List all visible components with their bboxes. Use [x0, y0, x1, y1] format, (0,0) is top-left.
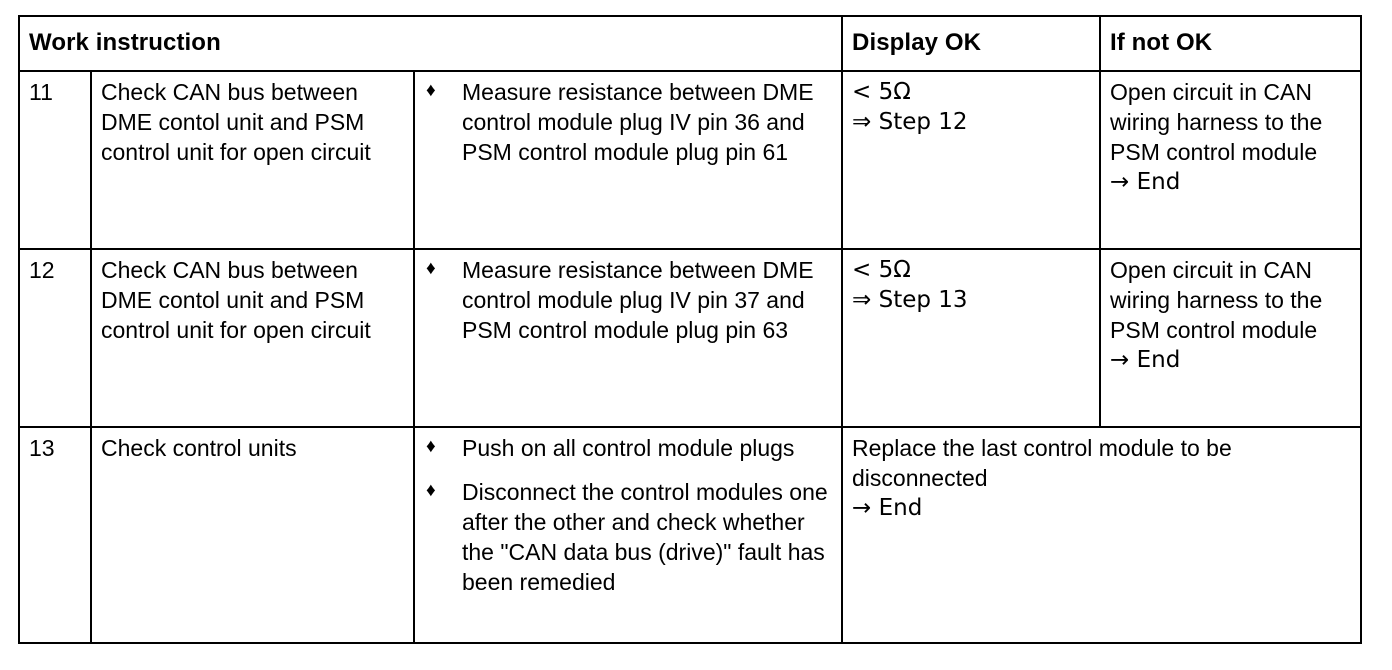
result-next-step: → End [852, 494, 923, 521]
step-actions: ♦ Push on all control module plugs ♦ Dis… [412, 426, 844, 645]
action-text: Disconnect the control modules one after… [462, 479, 828, 595]
header-work-instruction: Work instruction [17, 14, 844, 73]
if-not-ok-cell: Open circuit in CAN wiring harness to th… [1099, 248, 1363, 429]
display-ok-value: < 5Ω [852, 79, 911, 106]
display-ok-cell: < 5Ω ⇒ Step 12 [841, 70, 1102, 251]
display-ok-next-step: ⇒ Step 13 [852, 287, 968, 314]
if-not-ok-next-step: → End [1110, 346, 1181, 373]
action-list: ♦ Push on all control module plugs ♦ Dis… [424, 434, 832, 597]
diamond-bullet-icon: ♦ [426, 80, 436, 102]
display-ok-cell: < 5Ω ⇒ Step 13 [841, 248, 1102, 429]
action-text: Measure resistance between DME control m… [462, 257, 814, 343]
if-not-ok-text: Open circuit in CAN wiring harness to th… [1110, 79, 1323, 165]
list-item: ♦ Disconnect the control modules one aft… [424, 478, 832, 598]
step-actions: ♦ Measure resistance between DME control… [412, 70, 844, 251]
table-row: 13 Check control units ♦ Push on all con… [18, 426, 1363, 645]
table-header-row: Work instruction Display OK If not OK [17, 14, 1363, 73]
step-description: Check CAN bus between DME contol unit an… [90, 248, 415, 429]
table-row: 11 Check CAN bus between DME contol unit… [18, 70, 1363, 251]
action-list: ♦ Measure resistance between DME control… [424, 78, 832, 168]
diamond-bullet-icon: ♦ [426, 258, 436, 280]
work-instruction-table: Work instruction Display OK If not OK 11… [17, 14, 1363, 645]
step-number: 13 [18, 426, 92, 645]
step-description: Check CAN bus between DME contol unit an… [90, 70, 415, 251]
diamond-bullet-icon: ♦ [426, 436, 436, 458]
if-not-ok-text: Open circuit in CAN wiring harness to th… [1110, 257, 1323, 343]
step-number: 12 [18, 248, 92, 429]
action-text: Measure resistance between DME control m… [462, 79, 814, 165]
table-row: 12 Check CAN bus between DME contol unit… [18, 248, 1363, 429]
action-text: Push on all control module plugs [462, 435, 795, 462]
list-item: ♦ Measure resistance between DME control… [424, 78, 832, 168]
step-description: Check control units [90, 426, 415, 645]
diamond-bullet-icon: ♦ [426, 480, 436, 502]
header-if-not-ok: If not OK [1099, 14, 1363, 73]
step-actions: ♦ Measure resistance between DME control… [412, 248, 844, 429]
display-ok-next-step: ⇒ Step 12 [852, 109, 968, 136]
result-cell: Replace the last control module to be di… [841, 426, 1363, 645]
if-not-ok-cell: Open circuit in CAN wiring harness to th… [1099, 70, 1363, 251]
if-not-ok-next-step: → End [1110, 168, 1181, 195]
step-number: 11 [18, 70, 92, 251]
list-item: ♦ Measure resistance between DME control… [424, 256, 832, 346]
list-item: ♦ Push on all control module plugs [424, 434, 832, 464]
display-ok-value: < 5Ω [852, 257, 911, 284]
header-display-ok: Display OK [841, 14, 1102, 73]
action-list: ♦ Measure resistance between DME control… [424, 256, 832, 346]
result-text: Replace the last control module to be di… [852, 435, 1232, 492]
